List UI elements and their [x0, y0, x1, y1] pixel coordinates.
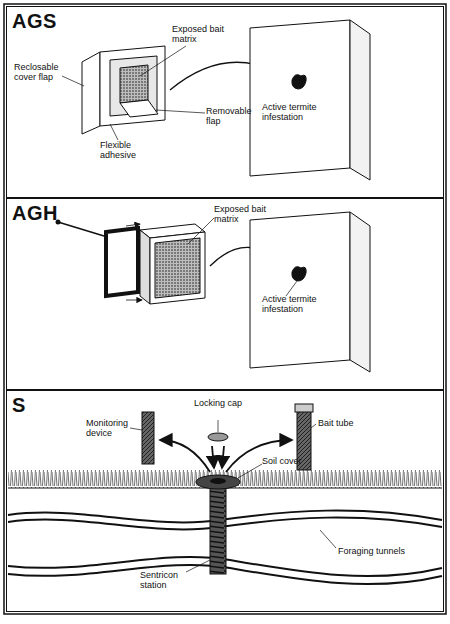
screw [58, 222, 104, 236]
locking-cap [208, 433, 228, 441]
leader-line [286, 281, 297, 296]
panel: S [6, 390, 444, 612]
ags-device [82, 46, 165, 134]
leader-line [110, 124, 118, 140]
panel-title: AGH [12, 202, 58, 225]
callout-label: Exposed bait matrix [172, 24, 232, 44]
callout-label: Foraging tunnels [338, 546, 428, 556]
callout-label: Bait tube [318, 418, 368, 428]
leader-line [218, 420, 219, 432]
callout-label: Active termite infestation [262, 294, 318, 314]
leader-line [130, 428, 142, 430]
leader-line [238, 464, 262, 478]
callout-label: Removable flap [206, 106, 254, 126]
wall-face [250, 212, 350, 368]
callout-label: Active termite infestation [262, 102, 318, 122]
panel: AGS [6, 6, 444, 198]
assembly-arrow [126, 300, 142, 301]
panel-title: AGS [12, 10, 57, 33]
insertion-arrow [160, 440, 210, 472]
callout-label: Monitoring device [86, 418, 134, 438]
agh-device [106, 224, 205, 304]
callout-label: Flexible adhesive [100, 140, 152, 160]
callout-label: Locking cap [192, 398, 244, 408]
adhesive-plate [100, 46, 165, 126]
grass [8, 470, 442, 488]
frame [106, 228, 138, 296]
insertion-arrow [222, 446, 224, 468]
leader-line [311, 424, 316, 428]
callout-label: Soil cover [262, 456, 310, 466]
wall [250, 20, 370, 180]
leader-line [186, 560, 210, 572]
removable-flap [120, 100, 158, 117]
insertion-arrow [212, 446, 214, 468]
wall-side [350, 212, 370, 372]
bait-matrix [155, 238, 200, 298]
infestation-mark [292, 75, 306, 89]
inner-frame [110, 56, 157, 116]
sentricon-station [210, 482, 226, 574]
bait-matrix [120, 65, 148, 103]
bait-tube-top [295, 404, 313, 412]
box-front [150, 232, 205, 304]
soil-cover [196, 475, 240, 489]
monitoring-device [142, 412, 154, 464]
leader-line [188, 218, 214, 244]
callout-label: Reclosable cover flap [14, 62, 66, 82]
panel: AGH [6, 198, 444, 390]
panel-title: S [12, 394, 26, 417]
leader-line [62, 76, 84, 86]
wall-side [350, 20, 370, 180]
callout-label: Exposed bait matrix [214, 204, 274, 224]
wall-face [250, 20, 350, 176]
outer-frame [4, 4, 446, 614]
infestation-mark [292, 267, 306, 281]
station-opening [210, 478, 226, 484]
leader-line [140, 46, 186, 76]
assembly-arrows [126, 224, 142, 300]
cover-flap [82, 52, 100, 134]
leader-line [320, 530, 336, 548]
assembly-arrow [126, 224, 140, 226]
callout-label: Sentricon station [140, 570, 190, 590]
wall [250, 212, 370, 372]
leader-lines [130, 420, 336, 572]
leader-line [156, 110, 205, 113]
box-side [140, 230, 150, 304]
